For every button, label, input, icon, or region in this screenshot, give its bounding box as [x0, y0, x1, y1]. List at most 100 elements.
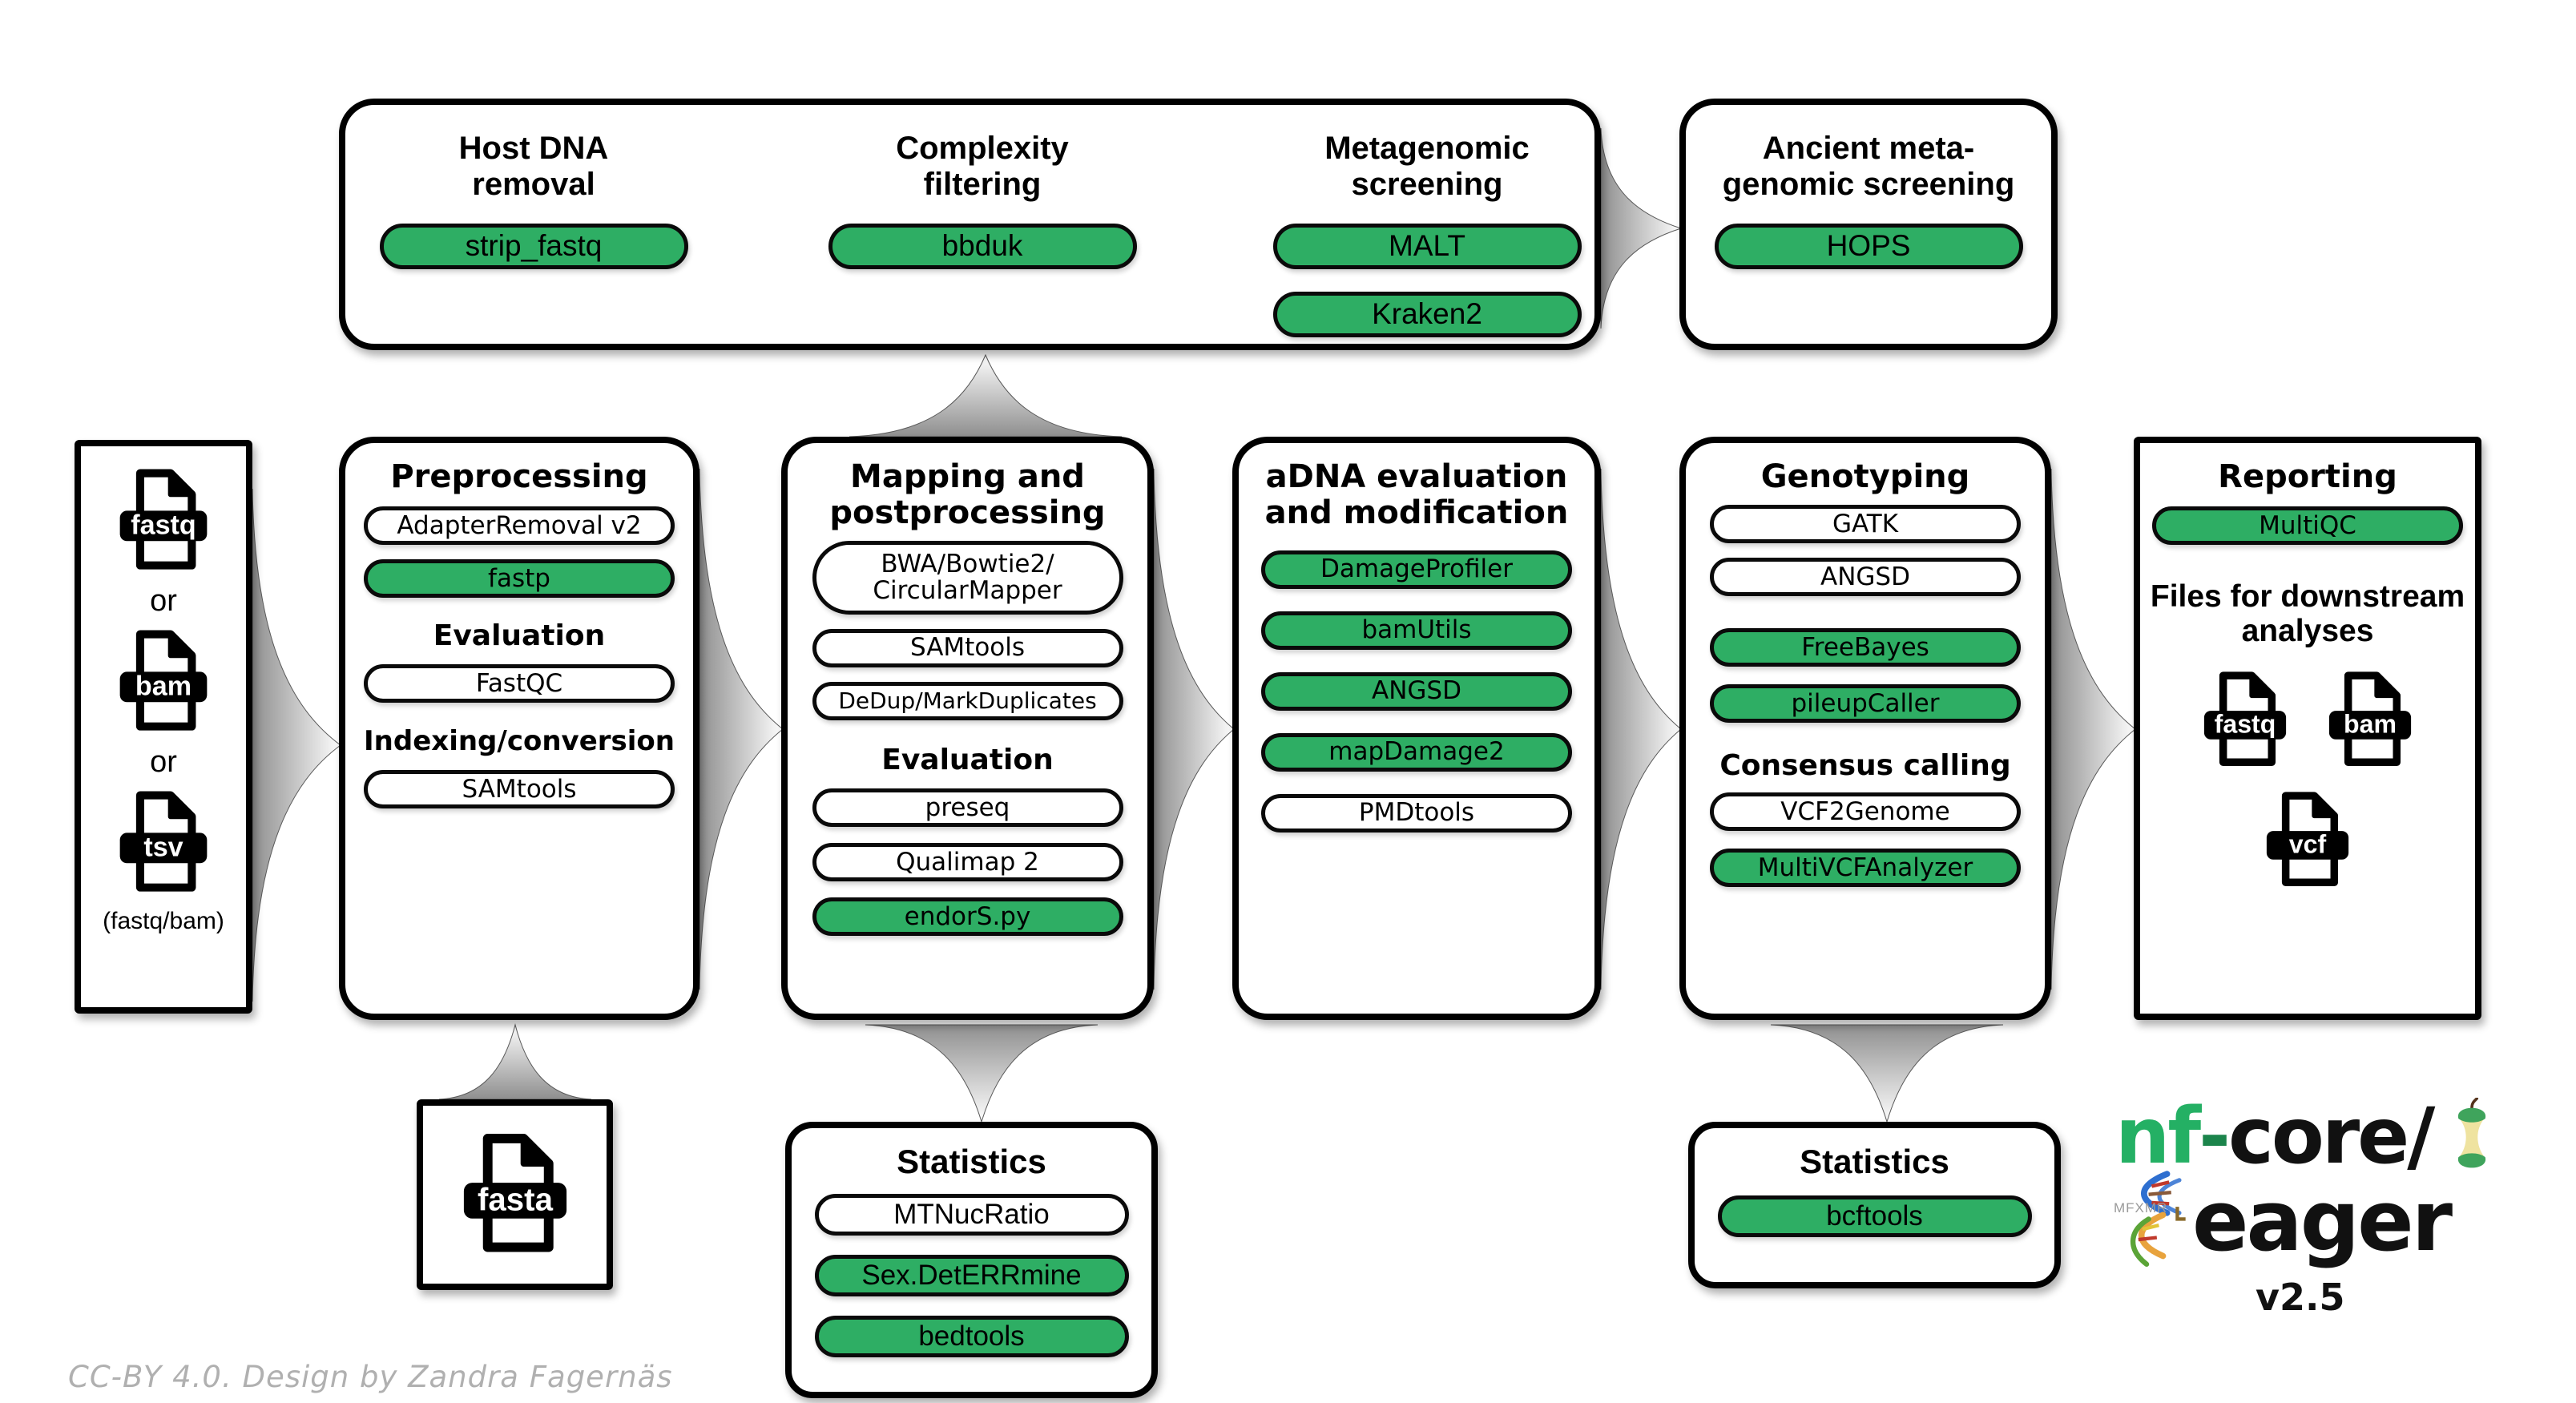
fasta-file-icon: fasta: [463, 1133, 566, 1252]
fastq-file-icon: fastq: [119, 469, 208, 570]
tool-pill-strip-fastq: strip_fastq: [379, 223, 688, 269]
title-line: screening: [1351, 166, 1503, 202]
tool-pill-bedtools: bedtools: [814, 1316, 1129, 1357]
tool-pill-multiqc: MultiQC: [2152, 506, 2463, 545]
arrow-genotyping-to-reporting: [2051, 469, 2135, 990]
logo-eager-text: eager: [2192, 1172, 2453, 1270]
title-line: Files for downstream: [2150, 579, 2465, 614]
panel-title: aDNA evaluation and modification: [1265, 459, 1569, 531]
output-file-row: fastq bam: [2197, 670, 2418, 771]
tool-pill-freebayes: FreeBayes: [1710, 627, 2021, 667]
tool-pill-bamutils: bamUtils: [1261, 611, 1572, 650]
input-caption: (fastq/bam): [103, 908, 224, 934]
tool-pill-preseq: preseq: [812, 788, 1123, 828]
title-line: filtering: [923, 166, 1042, 202]
column-title: Host DNA removal: [459, 131, 609, 203]
logo-nf-text: nf: [2115, 1091, 2201, 1181]
title-line: Complexity: [896, 131, 1069, 166]
arrow-adna-to-genotyping: [1601, 469, 1681, 990]
vcf-file-icon: vcf: [2266, 791, 2349, 886]
tool-pill-samtools: SAMtools: [812, 628, 1123, 667]
title-line: Metagenomic: [1324, 131, 1530, 166]
tool-pill-pileupcaller: pileupCaller: [1710, 683, 2021, 723]
logo-hyphen: -: [2199, 1091, 2231, 1181]
logo-core-text: core/: [2227, 1091, 2435, 1181]
logo-version: v2.5: [2256, 1276, 2345, 1319]
arrow-mapping-to-topbox: [849, 355, 1122, 437]
or-separator: or: [150, 745, 177, 779]
panel-title: Genotyping: [1760, 458, 1970, 495]
file-type-label: bam: [135, 671, 191, 701]
section-heading-evaluation: Evaluation: [433, 619, 606, 652]
tool-pill-qualimap2: Qualimap 2: [812, 843, 1123, 882]
arrow-mapping-to-statistics: [865, 1025, 1098, 1122]
tool-pill-endors-py: endorS.py: [812, 897, 1123, 937]
or-separator: or: [150, 584, 177, 618]
apple-core-icon: [2458, 1098, 2486, 1168]
section-heading-indexing-conversion: Indexing/conversion: [364, 725, 675, 758]
section-heading-files-downstream: Files for downstream analyses: [2150, 579, 2465, 649]
column-metagenomic-screening: Metagenomic screening MALT Kraken2: [1251, 131, 1603, 337]
tool-pill-angsd: ANGSD: [1710, 557, 2021, 596]
panel-input-files: fastq or bam or tsv (fastq/bam): [75, 440, 252, 1014]
panel-reporting: Reporting MultiQC Files for downstream a…: [2134, 437, 2481, 1020]
file-type-label: bam: [2344, 709, 2397, 738]
tool-pill-samtools: SAMtools: [364, 769, 675, 808]
panel-mapping-postprocessing: Mapping and postprocessing BWA/Bowtie2/ …: [781, 437, 1154, 1020]
column-complexity-filtering: Complexity filtering bbduk: [806, 131, 1159, 269]
bam-file-icon: bam: [2328, 671, 2412, 766]
tool-pill-hops: HOPS: [1714, 223, 2023, 269]
title-line: analyses: [2241, 613, 2374, 648]
pill-line: CircularMapper: [873, 575, 1062, 605]
title-line: aDNA evaluation: [1265, 458, 1568, 495]
title-line: genomic screening: [1722, 166, 2015, 202]
arrow-fasta-to-preprocessing: [439, 1025, 591, 1099]
panel-title: Statistics: [897, 1143, 1046, 1180]
file-type-label: fastq: [2215, 709, 2276, 738]
panel-genotyping: Genotyping GATK ANGSD FreeBayes pileupCa…: [1679, 437, 2051, 1020]
arrow-input-to-preprocessing: [252, 489, 341, 1002]
section-heading-evaluation: Evaluation: [881, 743, 1054, 776]
panel-statistics-genotyping: Statistics bcftools: [1688, 1122, 2061, 1288]
tool-pill-fastqc: FastQC: [364, 664, 675, 704]
file-type-label: tsv: [143, 832, 183, 862]
tool-pill-pmdtools: PMDtools: [1261, 793, 1572, 833]
fastq-file-icon: fastq: [2203, 671, 2287, 766]
license-text: CC-BY 4.0. Design by Zandra Fagernäs: [68, 1360, 673, 1394]
tool-pill-vcf2genome: VCF2Genome: [1710, 792, 2021, 832]
logo-line2: MFXMR eager: [2114, 1170, 2532, 1272]
file-type-label: fasta: [478, 1181, 554, 1217]
arrow-preprocessing-to-mapping: [699, 469, 783, 990]
panel-preprocessing: Preprocessing AdapterRemoval v2 fastp Ev…: [339, 437, 699, 1020]
panel-adna-evaluation-modification: aDNA evaluation and modification DamageP…: [1232, 437, 1601, 1020]
title-line: and modification: [1264, 494, 1569, 531]
tool-pill-bwa-bowtie2-circularmapper: BWA/Bowtie2/ CircularMapper: [812, 540, 1123, 615]
file-type-label: fastq: [131, 510, 196, 540]
panel-title: Statistics: [1800, 1143, 1949, 1180]
arrow-mapping-to-adna: [1154, 469, 1234, 990]
title-line: removal: [472, 166, 595, 202]
logo-runes: MFXMR: [2114, 1200, 2168, 1216]
tool-pill-dedup-markduplicates: DeDup/MarkDuplicates: [812, 681, 1123, 720]
pill-line: BWA/Bowtie2/: [881, 550, 1054, 579]
panel-title: Mapping and postprocessing: [829, 459, 1105, 531]
tool-pill-malt: MALT: [1272, 223, 1582, 269]
tool-pill-gatk: GATK: [1710, 504, 2021, 543]
tool-pill-bbduk: bbduk: [828, 223, 1137, 269]
column-title: Metagenomic screening: [1324, 131, 1530, 203]
title-line: Ancient meta-: [1762, 131, 1975, 166]
arrow-genotyping-to-statistics: [1771, 1025, 2003, 1122]
title-line: postprocessing: [829, 494, 1106, 531]
file-type-label: vcf: [2289, 829, 2327, 858]
panel-fasta-reference: fasta: [417, 1099, 613, 1290]
column-host-dna-removal: Host DNA removal strip_fastq: [357, 131, 710, 269]
title-line: Host DNA: [458, 131, 609, 166]
tool-pill-mapdamage2: mapDamage2: [1261, 732, 1572, 772]
panel-metagenomics-top: Host DNA removal strip_fastq Complexity …: [339, 99, 1601, 350]
title-line: Mapping and: [850, 458, 1085, 495]
tool-pill-mtnucratio: MTNucRatio: [814, 1194, 1129, 1236]
panel-title: Preprocessing: [390, 458, 648, 495]
arrow-metagenomic-to-hops: [1601, 128, 1681, 329]
tool-pill-multivcfanalyzer: MultiVCFAnalyzer: [1710, 849, 2021, 888]
